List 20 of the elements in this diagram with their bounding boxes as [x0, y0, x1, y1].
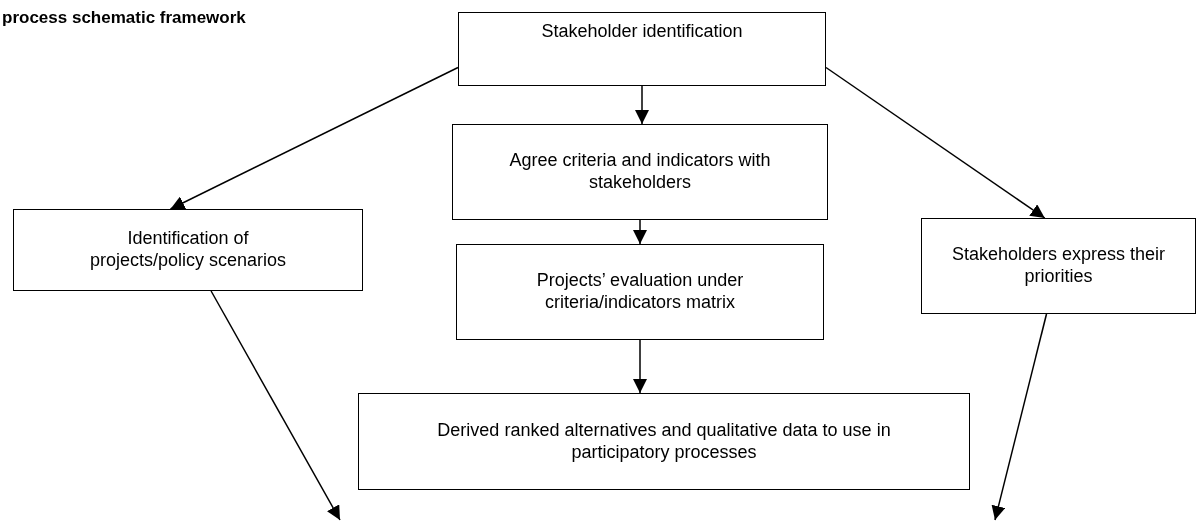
box-label: Derived ranked alternatives and qualitative data to use in participatory processes	[436, 419, 892, 464]
box-label: Identification of projects/policy scenarios	[88, 228, 288, 272]
arrow	[633, 339, 647, 394]
arrow	[635, 85, 649, 125]
arrow	[633, 219, 647, 245]
box-label: Agree criteria and indicators with stakeholders	[508, 150, 772, 194]
process-box	[456, 244, 824, 340]
process-box	[452, 124, 828, 220]
process-box	[458, 12, 826, 86]
process-box	[13, 209, 363, 291]
process-box	[358, 393, 970, 490]
box-label: Projects’ evaluation under criteria/indicators matrix	[535, 270, 745, 314]
arrow	[210, 290, 341, 521]
box-label: Stakeholders express their priorities	[950, 244, 1167, 288]
arrow	[169, 66, 459, 210]
process-box	[921, 218, 1196, 314]
diagram-title: process schematic framework	[2, 8, 246, 28]
arrow	[991, 313, 1048, 521]
arrow	[825, 66, 1046, 219]
box-label: Stakeholder identification	[541, 21, 743, 43]
